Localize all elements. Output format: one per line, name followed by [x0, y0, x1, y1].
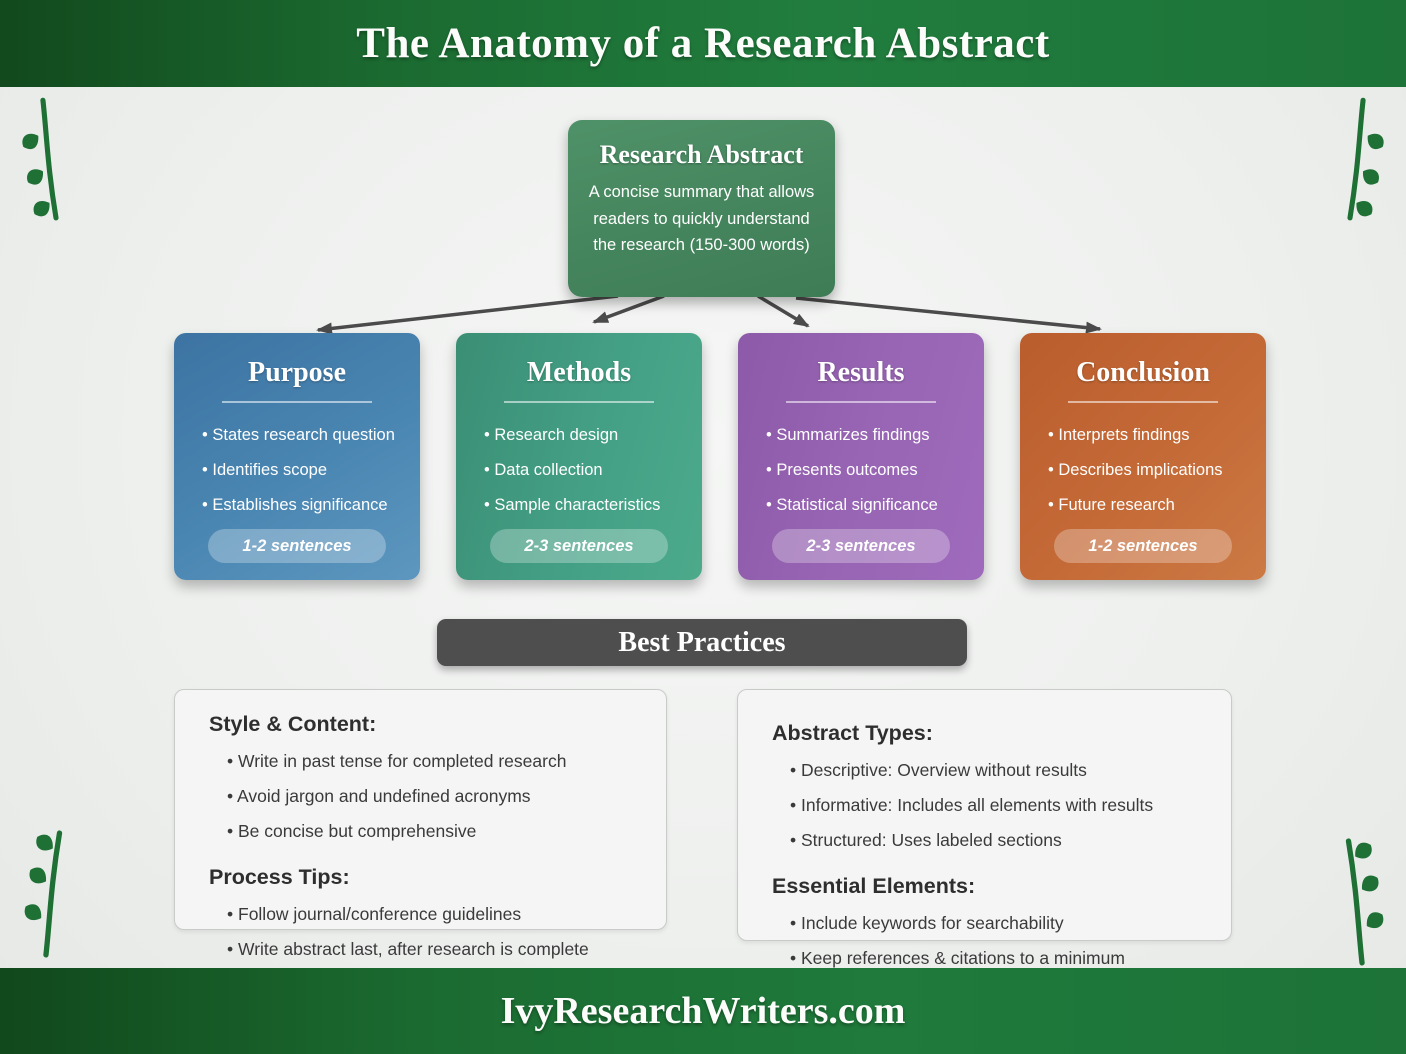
tip-bullet-list: Include keywords for searchability Keep …: [738, 913, 1231, 968]
card-bullet: Future research: [1048, 495, 1260, 515]
card-methods: Methods Research design Data collection …: [456, 333, 702, 580]
title-underline: [786, 401, 936, 403]
style-content-box: Style & Content: Write in past tense for…: [174, 689, 667, 959]
tip-bullet: Follow journal/conference guidelines: [227, 904, 666, 924]
sentence-count-badge: 1-2 sentences: [1054, 529, 1232, 563]
section-heading: Essential Elements:: [772, 874, 976, 898]
card-bullet-list: Research design Data collection Sample c…: [456, 425, 702, 515]
tip-bullet: Informative: Includes all elements with …: [790, 795, 1231, 815]
card-bullet: Establishes significance: [202, 495, 414, 515]
sentence-count-badge: 2-3 sentences: [490, 529, 668, 563]
card-bullet: Identifies scope: [202, 460, 414, 480]
title-underline: [504, 401, 654, 403]
tip-bullet: Be concise but comprehensive: [227, 821, 666, 841]
header-banner: The Anatomy of a Research Abstract: [0, 0, 1406, 87]
vine-decoration-top-right: [1347, 97, 1384, 221]
tip-bullet-list: Write in past tense for completed resear…: [175, 751, 666, 841]
card-conclusion: Conclusion Interprets findings Describes…: [1020, 333, 1266, 580]
tip-bullet: Structured: Uses labeled sections: [790, 830, 1231, 850]
root-node-title: Research Abstract: [599, 140, 804, 169]
vine-decoration-bottom-right: [1345, 838, 1384, 966]
tip-bullet: Keep references & citations to a minimum: [790, 948, 1231, 968]
card-bullet: Research design: [484, 425, 696, 445]
title-underline: [222, 401, 372, 403]
tip-bullet-list: Follow journal/conference guidelines Wri…: [175, 904, 666, 959]
sentence-count-badge: 2-3 sentences: [772, 529, 950, 563]
card-purpose: Purpose States research question Identif…: [174, 333, 420, 580]
vine-decoration-top-left: [22, 97, 59, 221]
card-bullet: Interprets findings: [1048, 425, 1260, 445]
card-title: Methods: [526, 357, 632, 388]
tip-bullet: Write abstract last, after research is c…: [227, 939, 666, 959]
card-bullet: Describes implications: [1048, 460, 1260, 480]
tip-bullet: Include keywords for searchability: [790, 913, 1231, 933]
root-node-research-abstract: Research Abstract A concise summary that…: [568, 120, 835, 297]
section-heading: Abstract Types:: [772, 721, 933, 745]
card-bullet: Sample characteristics: [484, 495, 696, 515]
title-underline: [1068, 401, 1218, 403]
root-node-description: A concise summary that allows readers to…: [588, 183, 815, 254]
sentence-count-badge: 1-2 sentences: [208, 529, 386, 563]
footer-banner: IvyResearchWriters.com: [0, 968, 1406, 1054]
tip-bullet: Write in past tense for completed resear…: [227, 751, 666, 771]
card-title: Results: [817, 357, 905, 388]
card-title: Purpose: [248, 357, 346, 388]
section-heading: Process Tips:: [209, 865, 350, 889]
tip-bullet-list: Descriptive: Overview without results In…: [738, 760, 1231, 850]
card-title: Conclusion: [1076, 357, 1210, 388]
best-practices-title: Best Practices: [618, 626, 786, 658]
abstract-types-box: Abstract Types: Descriptive: Overview wi…: [737, 689, 1232, 968]
vine-decoration-bottom-left: [24, 830, 63, 958]
card-bullet: Presents outcomes: [766, 460, 978, 480]
card-bullet-list: States research question Identifies scop…: [174, 425, 420, 515]
tip-bullet: Descriptive: Overview without results: [790, 760, 1231, 780]
card-results: Results Summarizes findings Presents out…: [738, 333, 984, 580]
card-bullet: Data collection: [484, 460, 696, 480]
card-bullet: States research question: [202, 425, 414, 445]
best-practices-banner: Best Practices: [437, 619, 967, 666]
section-heading: Style & Content:: [209, 712, 377, 736]
card-bullet: Summarizes findings: [766, 425, 978, 445]
card-bullet-list: Summarizes findings Presents outcomes St…: [738, 425, 984, 515]
tip-bullet: Avoid jargon and undefined acronyms: [227, 786, 666, 806]
website-url: IvyResearchWriters.com: [500, 990, 906, 1032]
page-title: The Anatomy of a Research Abstract: [356, 20, 1050, 67]
card-bullet-list: Interprets findings Describes implicatio…: [1020, 425, 1266, 515]
card-bullet: Statistical significance: [766, 495, 978, 515]
